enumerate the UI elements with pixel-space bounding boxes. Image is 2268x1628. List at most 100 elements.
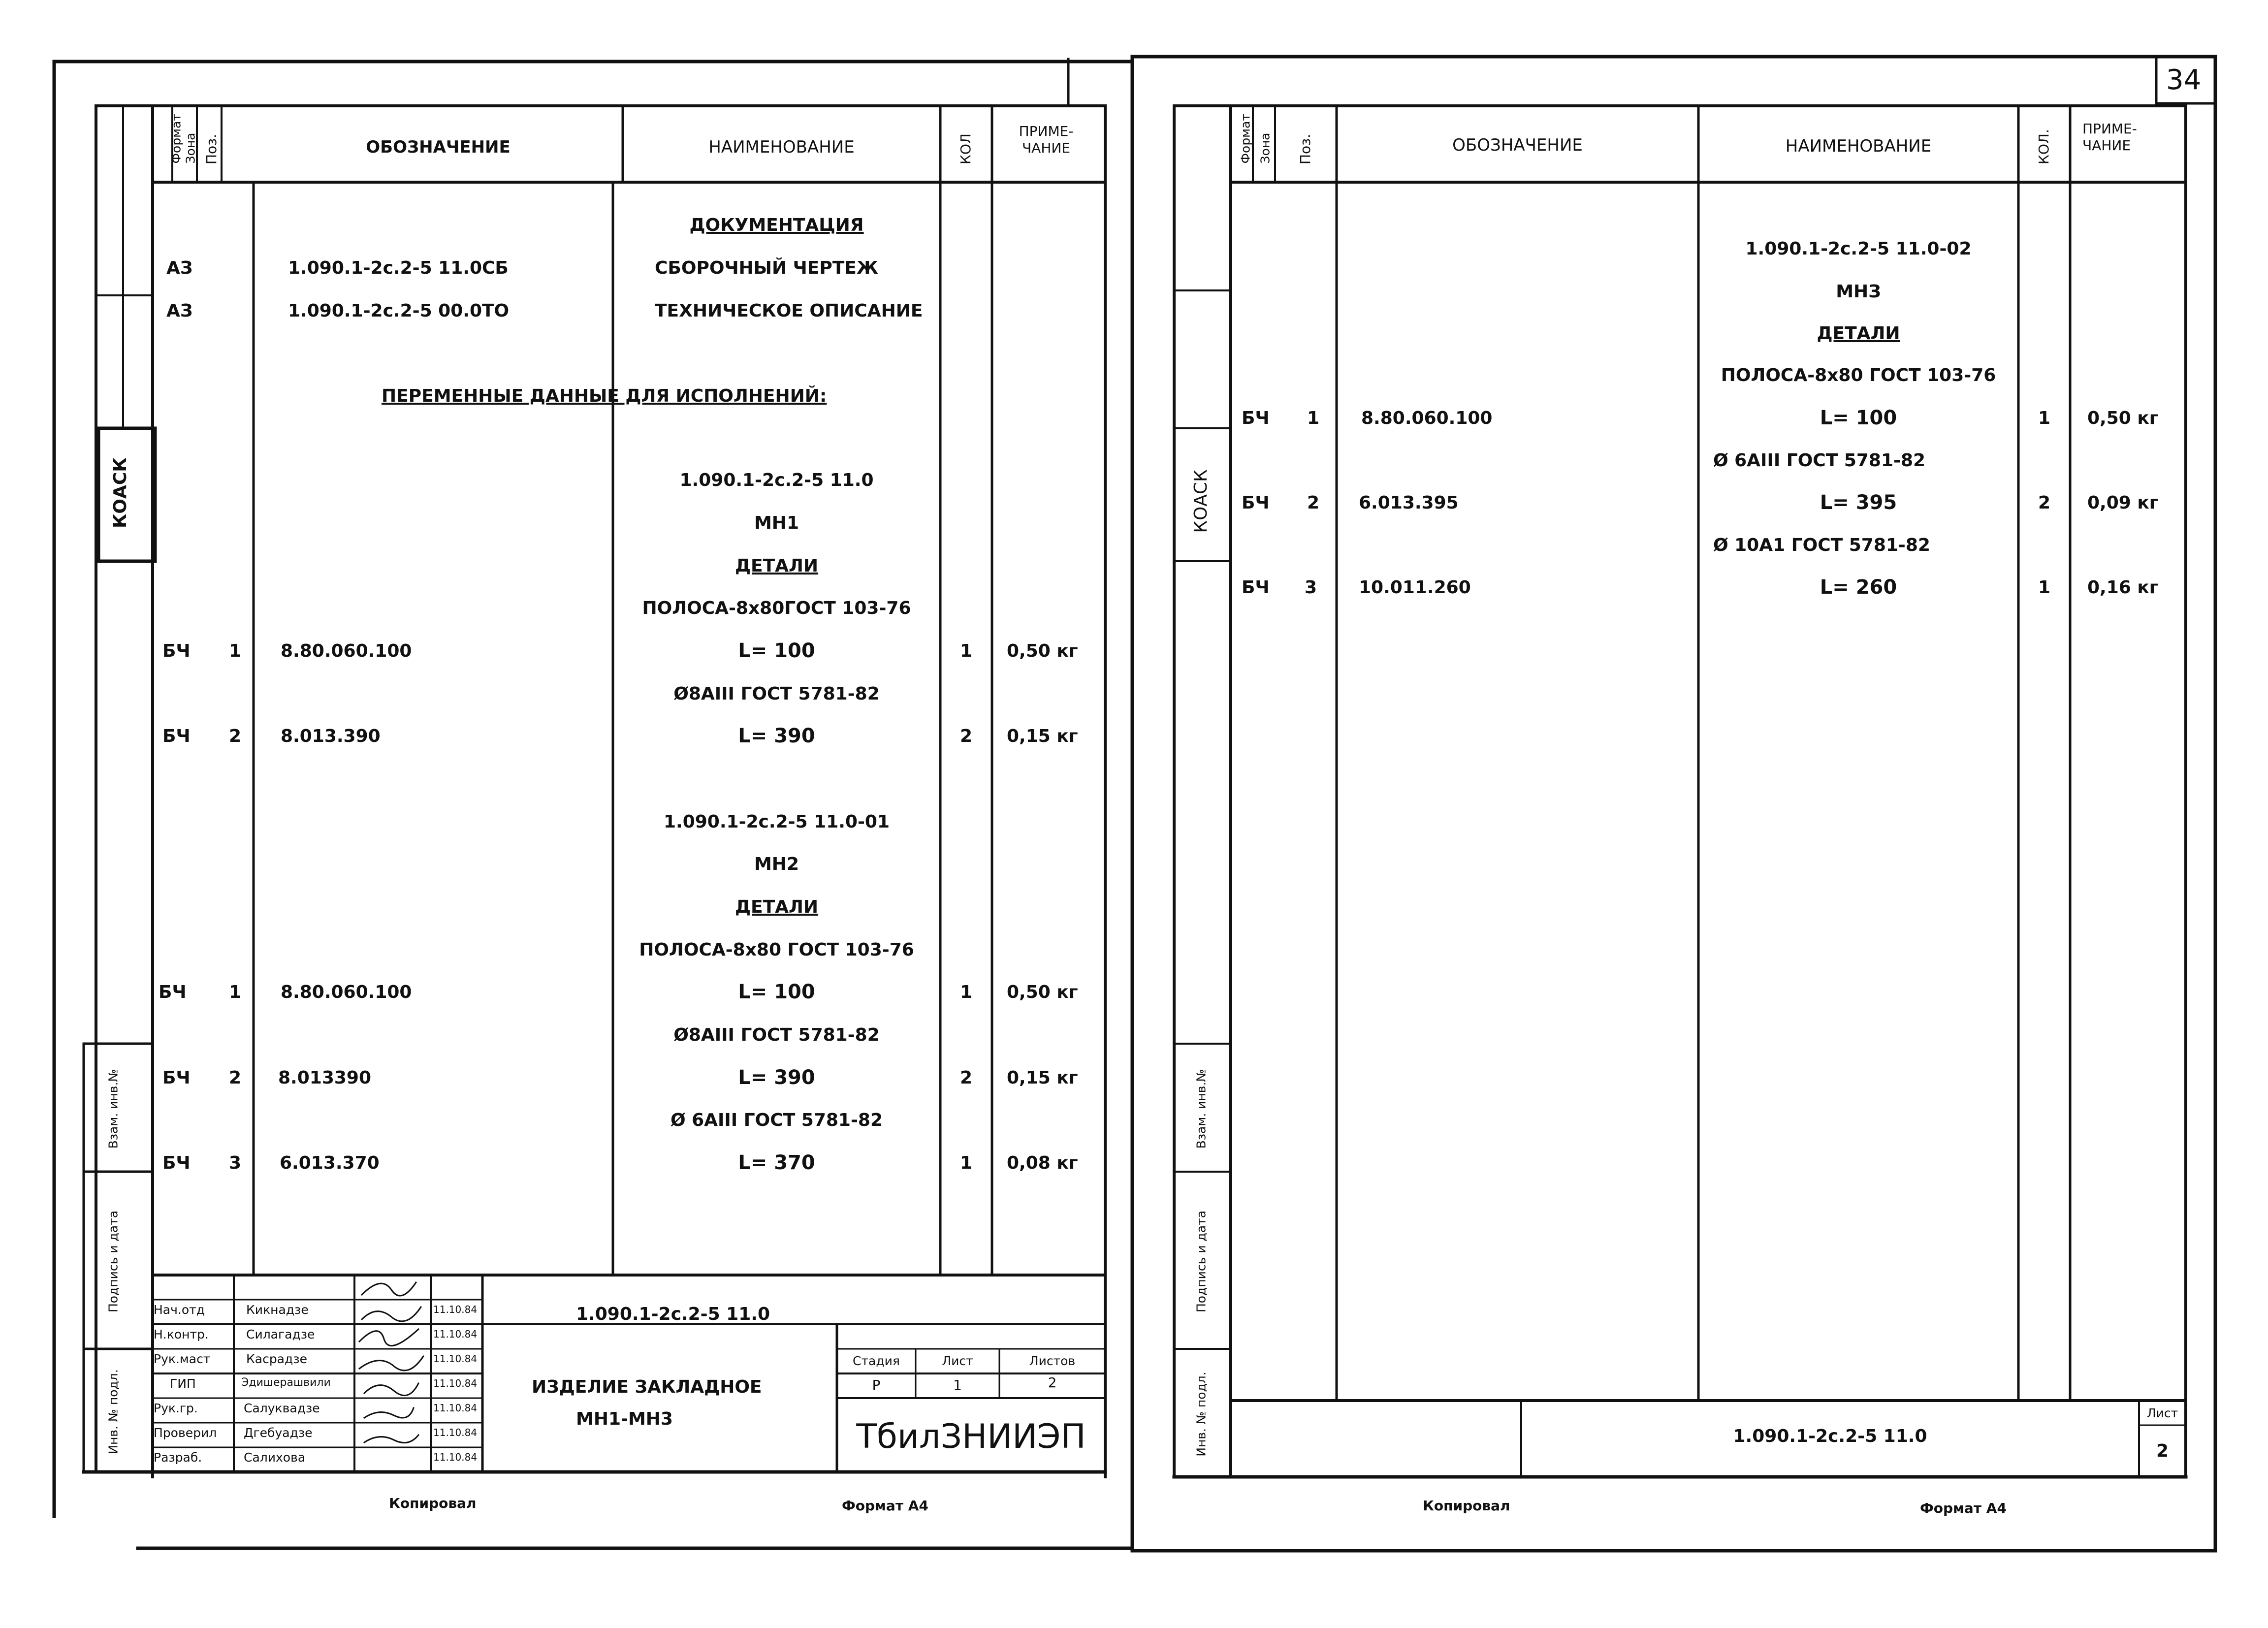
spec-row-name: 1.090.1-2с.2-5 11.0-02 [1745,239,1972,259]
spec-row-qty: 2 [959,726,973,746]
spec-row-name: Ø 10А1 ГОСТ 5781-82 [1713,535,1930,555]
sheet-value: 2 [2156,1441,2169,1461]
spec-row-name: ПОЛОСА-8х80 ГОСТ 103-76 [639,940,914,960]
spec-row-format: БЧ [1242,577,1270,598]
tb-person: Салихова [244,1450,306,1465]
sheet-label: Лист [942,1354,973,1368]
tb-person: Касрадзе [246,1352,307,1366]
title-block-doc-code: 1.090.1-2с.2-5 11.0 [1733,1426,1927,1446]
spec-row-format: БЧ [162,1068,191,1088]
spec-row-format: АЗ [166,301,193,321]
spec-row-qty: 1 [2038,408,2051,428]
side-label-replace: Взам. инв.№ [106,1069,121,1149]
spec-row-format: БЧ [1242,493,1270,513]
product-title: ИЗДЕЛИЕ ЗАКЛАДНОЕ [532,1377,762,1397]
spec-row-name: L= 390 [738,725,815,747]
spec-row-designation: 8.013.390 [281,726,381,746]
header-pos: Поз. [203,134,220,164]
sheets-label: Листов [1029,1354,1076,1368]
spec-row-designation: 1.090.1-2с.2-5 00.0ТО [288,301,510,321]
side-label-inventory: Инв. № подл. [1194,1372,1209,1457]
spec-row-qty: 1 [2038,577,2051,598]
spec-row-qty: 2 [2038,493,2051,513]
tb-date: 11.10.84 [433,1427,478,1438]
stamp-koask: КОАСК [110,457,130,528]
header-designation: ОБОЗНАЧЕНИЕ [1452,135,1583,155]
tb-role: Разраб. [154,1450,202,1465]
spec-row-note: 0,09 кг [2087,493,2159,513]
side-label-replace: Взам. инв.№ [1194,1069,1209,1149]
spec-row-note: 0,50 кг [1007,641,1078,661]
header-qty: КОЛ. [2036,129,2052,164]
tb-role: ГИП [170,1376,196,1391]
tb-role: Рук.гр. [154,1401,198,1415]
spec-row-name: L= 370 [738,1151,815,1174]
spec-row-name: СБОРОЧНЫЙ ЧЕРТЕЖ [655,258,878,278]
spec-row-name: МНЗ [1836,282,1881,302]
spec-row-name: Ø8АIII ГОСТ 5781-82 [673,684,880,704]
tb-person: Кикнадзе [246,1303,309,1317]
tb-role: Нач.отд [154,1303,205,1317]
spec-row-pos: 1 [229,641,242,661]
sheet-label: Лист [2146,1406,2178,1420]
title-block-doc-code: 1.090.1-2с.2-5 11.0 [576,1304,770,1324]
spec-row-pos: 2 [1307,493,1320,513]
tb-role: Н.контр. [154,1327,209,1341]
stamp-koask: КОАСК [1191,469,1211,533]
spec-row-note: 0,16 кг [2087,577,2159,598]
spec-row-qty: 2 [959,1068,973,1088]
spec-row-pos: 2 [229,726,242,746]
product-range: МН1-МН3 [576,1409,673,1429]
spec-row-name: ПОЛОСА-8х80 ГОСТ 103-76 [1721,365,1996,385]
header-zone: Зона [1258,132,1273,164]
header-format: Формат [169,114,184,164]
header-qty: КОЛ [958,133,974,164]
spec-row-format: БЧ [162,1153,191,1173]
spec-row-name: Ø 6АIII ГОСТ 5781-82 [1713,450,1926,471]
tb-date: 11.10.84 [433,1451,478,1463]
sheets-value: 2 [1048,1374,1057,1391]
tb-role: Проверил [154,1426,217,1440]
spec-row-name: L= 260 [1820,576,1897,599]
side-label-signature: Подпись и дата [1194,1210,1209,1313]
spec-row-designation: 6.013.370 [280,1153,380,1173]
spec-row-name: L= 390 [738,1066,815,1089]
spec-row-name: 1.090.1-2с.2-5 11.0-01 [663,812,890,832]
stage-value: Р [872,1377,881,1393]
spec-row-note: 0,08 кг [1007,1153,1078,1173]
tb-person: Силагадзе [246,1327,315,1341]
spec-row-name: Ø8АIII ГОСТ 5781-82 [673,1025,880,1045]
spec-row-note: 0,50 кг [1007,982,1078,1002]
spec-row-pos: 1 [1307,408,1320,428]
spec-row-format: БЧ [162,641,191,661]
spec-row-name: ДЕТАЛИ [735,556,819,576]
spec-row-name: L= 100 [738,981,815,1003]
tb-role: Рук.маст [154,1352,211,1366]
spec-row-name: L= 395 [1820,491,1897,514]
spec-row-designation: 8.80.060.100 [1361,408,1493,428]
spec-row-name: ДЕТАЛИ [735,897,819,917]
spec-row-name: ТЕХНИЧЕСКОЕ ОПИСАНИЕ [655,301,923,321]
tb-date: 11.10.84 [433,1328,478,1340]
spec-row-name: ДЕТАЛИ [1817,323,1900,344]
header-note: ПРИМЕ- ЧАНИЕ [1019,123,1074,156]
spec-row-qty: 1 [959,641,973,661]
tb-date: 11.10.84 [433,1353,478,1365]
side-label-signature: Подпись и дата [106,1210,121,1313]
header-name: НАИМЕНОВАНИЕ [1785,136,1932,156]
spec-row-note: 0,15 кг [1007,726,1078,746]
spec-row-name: МН2 [754,854,799,874]
spec-row-designation: 8.013390 [278,1068,372,1088]
stage-label: Стадия [853,1354,900,1368]
header-note: ПРИМЕ- ЧАНИЕ [2082,121,2137,154]
spec-row-format: БЧ [162,726,191,746]
tb-person: Дгебуадзе [244,1426,313,1440]
variable-data-heading: ПЕРЕМЕННЫЕ ДАННЫЕ ДЛЯ ИСПОЛНЕНИЙ: [382,386,827,406]
spec-row-designation: 8.80.060.100 [281,641,412,661]
spec-row-pos: 2 [229,1068,242,1088]
tb-date: 11.10.84 [433,1304,478,1315]
side-label-inventory: Инв. № подл. [106,1369,121,1454]
spec-row-name: Ø 6АIII ГОСТ 5781-82 [670,1110,883,1130]
